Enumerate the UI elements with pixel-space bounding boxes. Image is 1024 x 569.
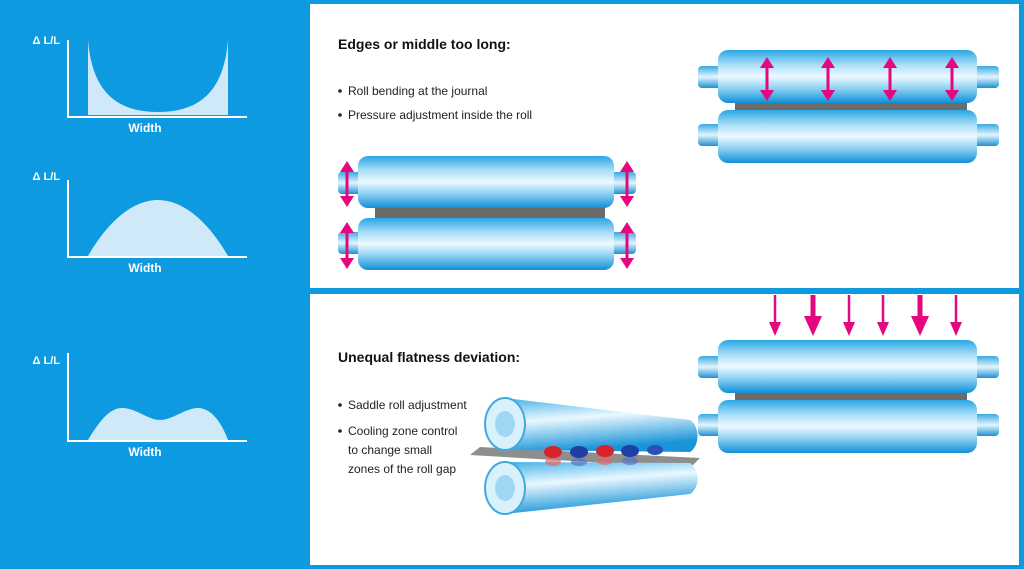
down-arrow-icon	[843, 295, 855, 336]
arrows-zone-pressure	[769, 295, 962, 336]
roll-pair-journal-bending	[338, 156, 636, 270]
journal-right-lower	[973, 414, 999, 436]
journal-right-upper	[973, 356, 999, 378]
double-arrow-icon	[340, 161, 354, 207]
journal-right-lower	[610, 232, 636, 254]
arrows-internal-pressure	[760, 57, 959, 101]
roll-gap	[735, 102, 967, 110]
profile-graph-unequal: Δ L/L Width	[33, 353, 247, 459]
cooling-zone-blue	[621, 445, 639, 457]
cooling-zone-red	[597, 457, 613, 465]
roll-lower-diagonal	[485, 462, 698, 514]
y-axis-label: Δ L/L	[33, 355, 61, 367]
roll-gap	[375, 208, 605, 218]
journal-right-upper	[973, 66, 999, 88]
arrows-journal	[340, 161, 634, 269]
bullet-item: Pressure adjustment inside the roll	[348, 108, 532, 122]
roll-lower	[718, 400, 977, 453]
roll-upper-hub	[495, 411, 515, 437]
cooling-zones	[544, 445, 663, 466]
bottom-bullet-list: Saddle roll adjustment Cooling zone cont…	[338, 398, 467, 476]
roll-upper-diagonal	[485, 398, 698, 452]
frame-bottom	[310, 565, 1024, 569]
x-axis-label: Width	[128, 121, 161, 135]
double-arrow-icon	[945, 57, 959, 101]
roll-pair-internal-pressure	[698, 50, 999, 163]
journal-left-upper	[338, 172, 362, 194]
bullet-item: Roll bending at the journal	[348, 84, 487, 98]
frame-top	[310, 0, 1024, 4]
bullet-item: Cooling zone control	[348, 424, 457, 438]
double-arrow-icon	[760, 57, 774, 101]
double-arrow-icon	[620, 222, 634, 269]
bottom-panel-title: Unequal flatness deviation:	[338, 349, 520, 365]
saddle-roll-pair	[470, 397, 700, 515]
bullet-dot	[338, 429, 342, 433]
bullet-item-cont: zones of the roll gap	[348, 462, 456, 476]
roll-gap	[735, 392, 967, 400]
roll-upper	[718, 50, 977, 103]
journal-left-lower	[338, 232, 362, 254]
cooling-zone-red	[545, 458, 561, 466]
roll-upper	[718, 340, 977, 393]
double-arrow-icon	[821, 57, 835, 101]
double-arrow-icon	[340, 222, 354, 269]
cooling-zone-red	[596, 445, 614, 457]
top-bullet-list: Roll bending at the journal Pressure adj…	[338, 84, 532, 122]
roll-lower-hub	[495, 475, 515, 501]
cooling-zone-blue	[570, 446, 588, 458]
cooling-zone-blue	[622, 457, 638, 465]
x-axis-label: Width	[128, 261, 161, 275]
journal-right-lower	[973, 124, 999, 146]
profile-axes	[67, 180, 247, 258]
down-arrow-icon	[804, 295, 822, 336]
roll-lower	[358, 218, 614, 270]
divider-bar	[0, 288, 1024, 294]
journal-left-upper	[698, 66, 724, 88]
journal-right-upper	[610, 172, 636, 194]
journal-left-lower	[698, 124, 724, 146]
profile-axes	[67, 353, 247, 442]
down-arrow-icon	[877, 295, 889, 336]
bullet-dot	[338, 113, 342, 117]
frame-right	[1019, 0, 1024, 569]
profile-curve	[88, 200, 228, 256]
y-axis-label: Δ L/L	[33, 171, 61, 183]
profile-graph-edges-long: Δ L/L Width	[33, 35, 247, 135]
y-axis-label: Δ L/L	[33, 35, 61, 47]
down-arrow-icon	[950, 295, 962, 336]
journal-left-upper	[698, 356, 724, 378]
x-axis-label: Width	[128, 445, 161, 459]
journal-left-lower	[698, 414, 724, 436]
double-arrow-icon	[620, 161, 634, 207]
roll-upper	[358, 156, 614, 208]
down-arrow-icon	[769, 295, 781, 336]
roll-lower	[718, 110, 977, 163]
profile-graph-middle-long: Δ L/L Width	[33, 171, 247, 275]
profile-axes	[67, 40, 247, 118]
roll-pair-zone-pressure	[698, 340, 999, 453]
cooling-zone-blue	[647, 445, 663, 455]
bullet-dot	[338, 403, 342, 407]
profile-curve	[88, 40, 228, 115]
profile-curve	[88, 408, 228, 440]
bullet-item-cont: to change small	[348, 443, 432, 457]
double-arrow-icon	[883, 57, 897, 101]
cooling-zone-blue	[571, 458, 587, 466]
bullet-item: Saddle roll adjustment	[348, 398, 467, 412]
top-panel-title: Edges or middle too long:	[338, 36, 511, 52]
down-arrow-icon	[911, 295, 929, 336]
cooling-zone-red	[544, 446, 562, 458]
bullet-dot	[338, 89, 342, 93]
